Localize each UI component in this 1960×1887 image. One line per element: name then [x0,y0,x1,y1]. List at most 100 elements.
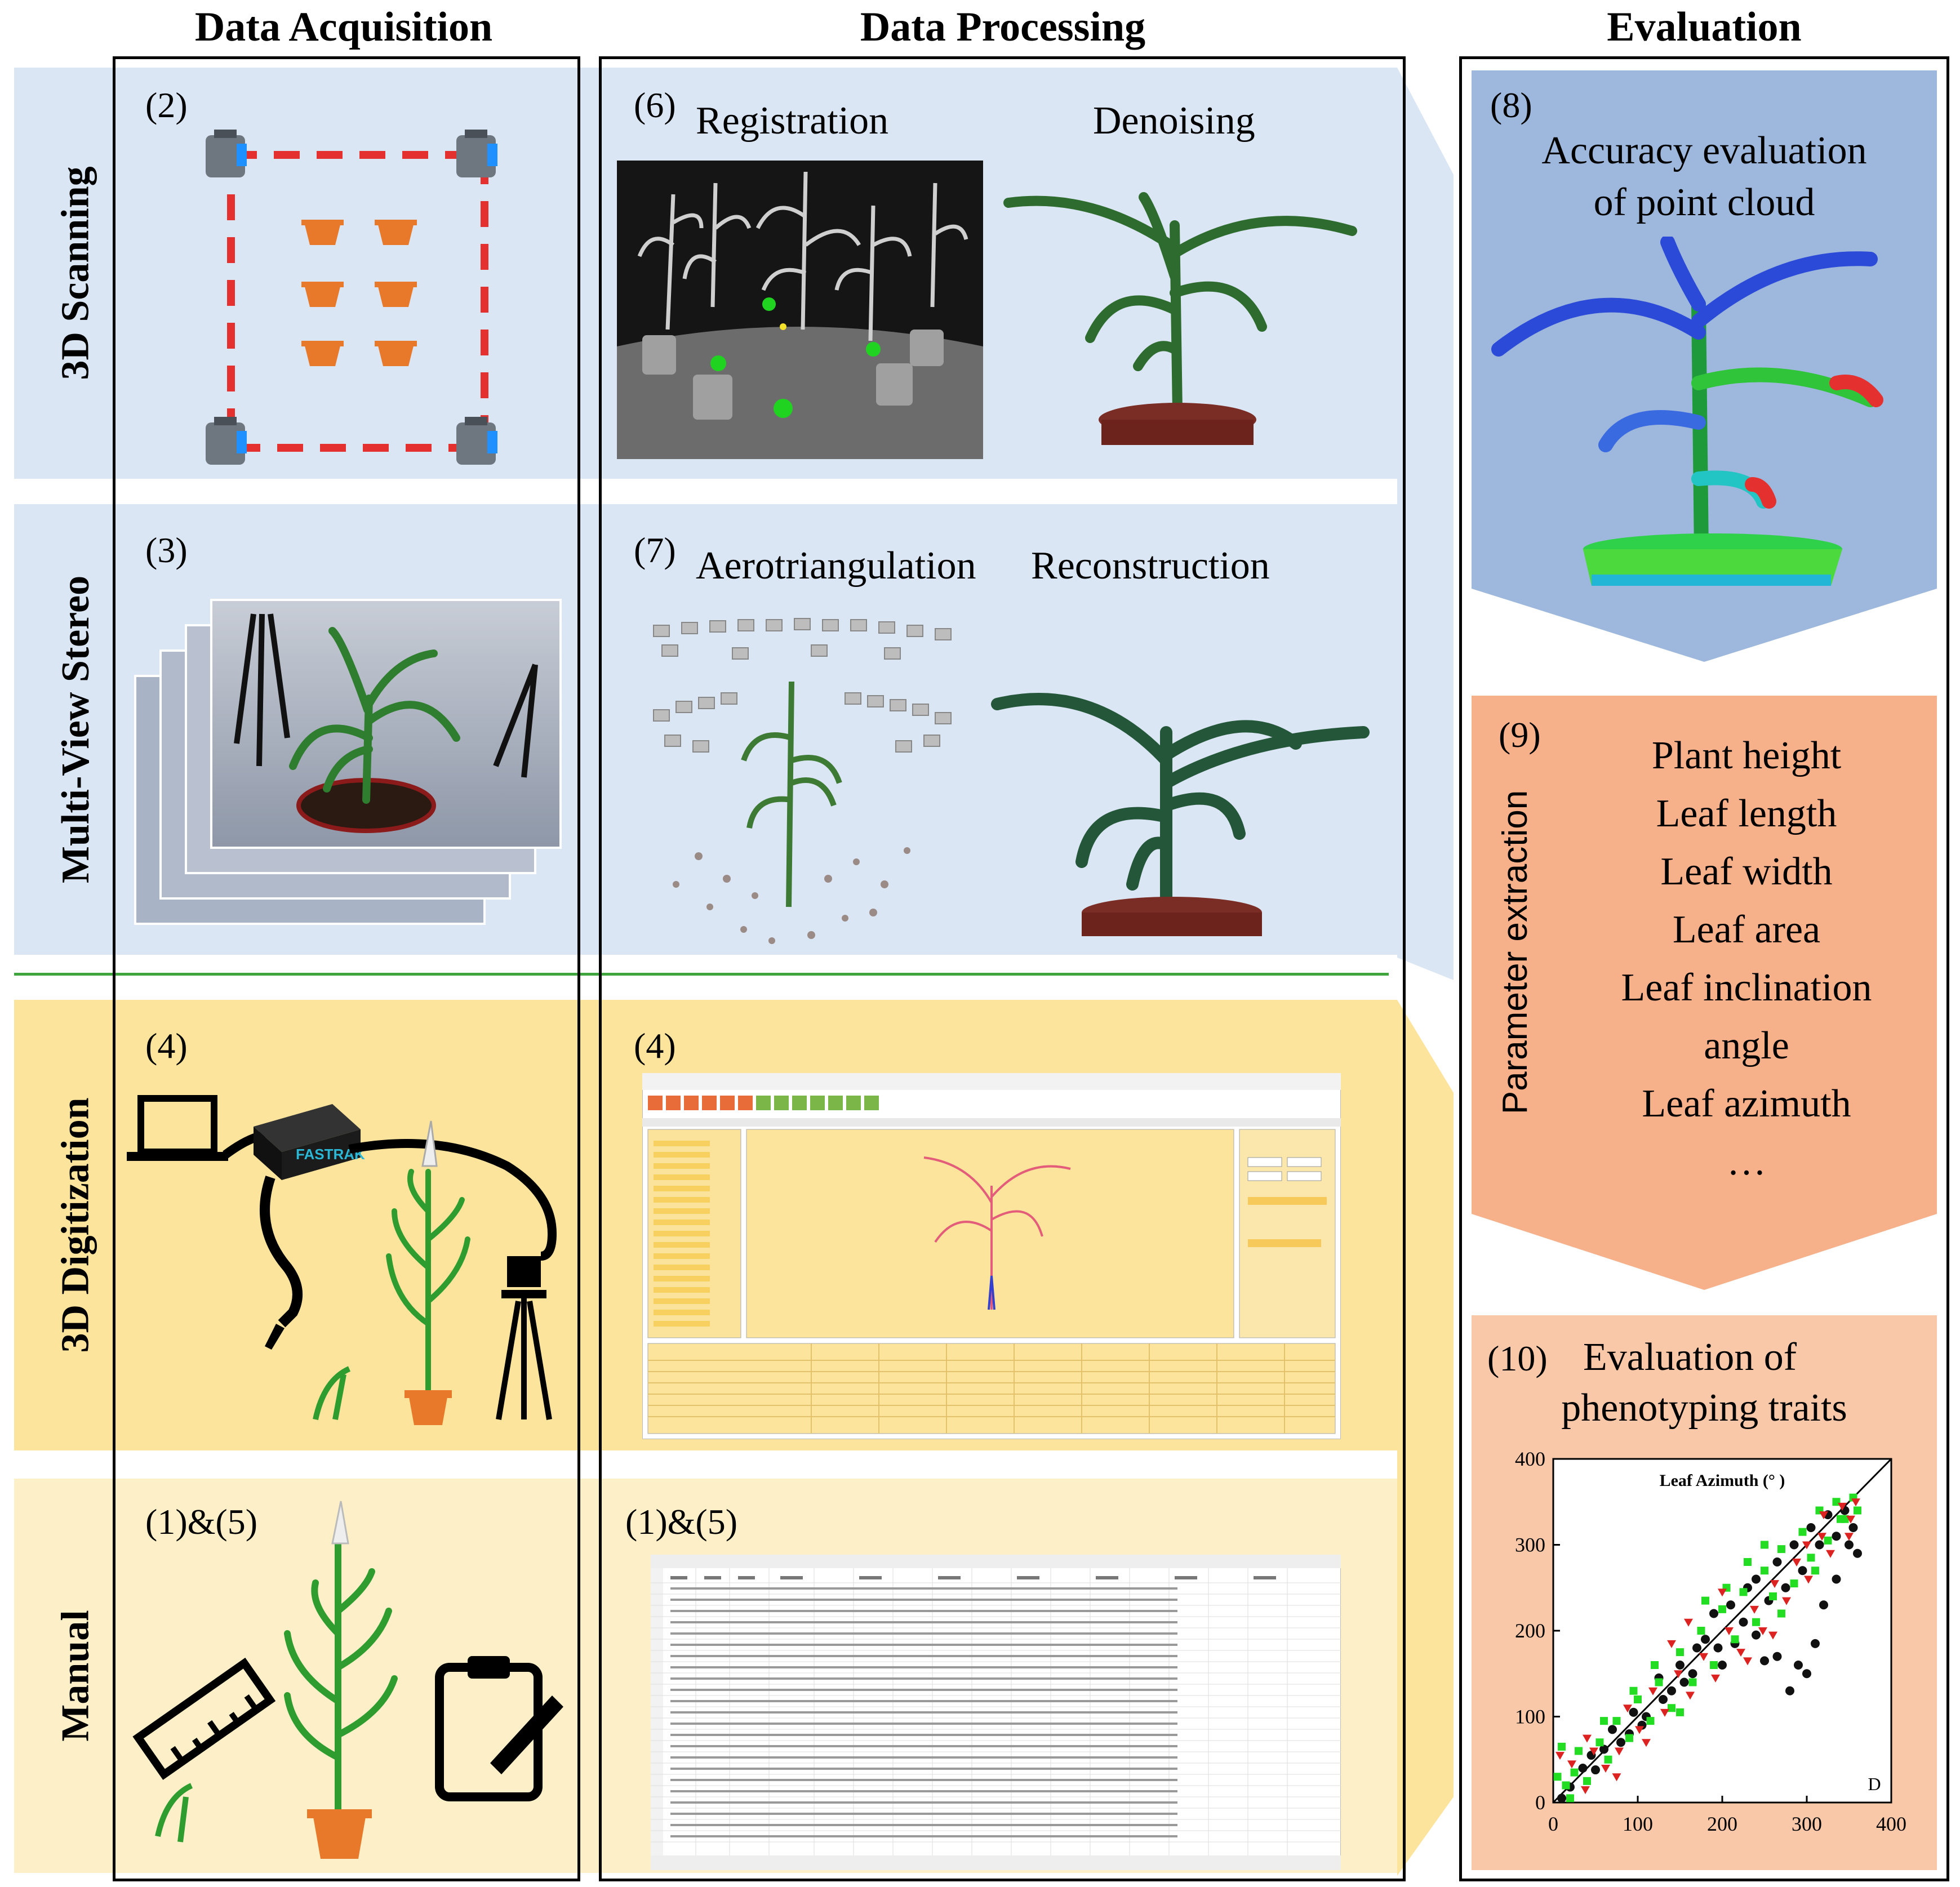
data-point-circle [1718,1661,1727,1670]
data-point-triangle [1567,1760,1576,1769]
data-point-square [1668,1704,1675,1712]
data-point-triangle [1686,1692,1695,1700]
data-point-triangle [1826,1550,1835,1558]
data-point-square [1837,1515,1845,1523]
panel-2-label: (2) [145,85,188,125]
x-tick-label: 400 [1876,1813,1906,1835]
data-point-triangle [1718,1588,1727,1597]
digitizer-setup: FASTRAK [127,1095,557,1425]
fastrak-device: FASTRAK [254,1104,365,1180]
panel-10-label: (10) [1487,1338,1548,1378]
accuracy-heatmap-plant [1491,237,1883,586]
denoised-plant [1003,192,1357,445]
data-point-square [1854,1506,1861,1515]
x-tick-label: 300 [1792,1813,1822,1835]
data-point-triangle [1750,1605,1759,1614]
x-tick-label: 100 [1623,1813,1653,1835]
data-point-triangle [1770,1580,1779,1588]
data-point-square [1744,1558,1752,1566]
param-item: Leaf width [1660,850,1833,893]
data-point-triangle [1768,1631,1777,1640]
chart-panel-letter: D [1868,1774,1881,1794]
data-point-circle [1806,1523,1816,1532]
data-point-circle [1789,1540,1799,1550]
data-point-circle [1785,1686,1794,1695]
traits-title-line1: Evaluation of [1583,1336,1797,1379]
data-point-triangle [1667,1640,1676,1648]
data-point-triangle [1699,1653,1708,1661]
data-point-triangle [1817,1533,1826,1541]
x-tick-label: 0 [1548,1813,1558,1835]
manual-tools [132,1501,563,1859]
data-point-circle [1713,1643,1723,1653]
data-point-square [1824,1536,1832,1545]
panel-15b-label: (1)&(5) [625,1502,738,1542]
data-point-triangle [1846,1515,1855,1524]
y-tick-label: 200 [1515,1619,1545,1642]
registration-pointcloud [617,161,983,459]
aerotriangulation-cameras [653,618,952,944]
divider-line [14,973,1389,976]
data-point-circle [1616,1738,1625,1747]
data-point-triangle [1711,1674,1720,1683]
data-point-triangle [1838,1502,1847,1511]
scanner-icon-br [456,417,497,465]
data-point-square [1769,1592,1777,1600]
y-tick-label: 0 [1535,1791,1545,1814]
data-point-triangle [1736,1649,1745,1657]
data-point-circle [1832,1574,1841,1584]
data-point-circle [1726,1600,1735,1610]
data-point-triangle [1674,1670,1683,1679]
data-point-circle [1692,1643,1701,1653]
data-point-triangle [1851,1498,1860,1507]
data-point-circle [1659,1695,1668,1704]
data-point-square [1676,1708,1684,1716]
data-point-square [1718,1605,1726,1613]
frame-acquisition [113,56,580,1881]
data-point-triangle [1802,1541,1811,1550]
data-point-square [1646,1717,1655,1725]
param-item: Leaf azimuth [1642,1082,1851,1125]
data-point-circle [1772,1557,1782,1566]
tripod-sensor [496,1256,552,1420]
frame-evaluation [1459,56,1949,1881]
data-point-circle [1794,1661,1803,1670]
data-point-triangle [1555,1752,1565,1760]
data-point-square [1739,1588,1748,1596]
data-point-triangle [1581,1786,1590,1795]
data-point-circle [1739,1617,1748,1627]
registration-label: Registration [696,99,889,143]
data-point-circle [1802,1669,1811,1679]
parameter-list: Plant height Leaf length Leaf width Leaf… [1572,727,1921,1191]
scanner-icon-bl [206,417,247,465]
data-point-triangle [1642,1739,1651,1747]
reconstruction-label: Reconstruction [1031,544,1270,588]
data-point-square [1710,1661,1718,1669]
data-point-circle [1760,1656,1769,1666]
data-point-square [1629,1686,1638,1695]
data-point-triangle [1583,1734,1592,1743]
data-point-square [1625,1734,1633,1742]
data-point-triangle [1782,1597,1791,1605]
data-point-circle [1608,1725,1617,1734]
data-point-circle [1815,1540,1824,1550]
traits-title-line2: phenotyping traits [1561,1386,1847,1430]
data-point-triangle [1758,1627,1767,1635]
data-point-square [1798,1528,1807,1536]
data-point-square [1832,1498,1841,1506]
data-point-circle [1629,1707,1638,1717]
data-point-square [1688,1678,1697,1686]
data-point-circle [1667,1686,1676,1695]
data-point-circle [1599,1744,1608,1754]
data-point-triangle [1589,1747,1598,1756]
data-point-square [1777,1545,1785,1554]
data-point-square [1731,1635,1739,1644]
digitization-software-screenshot [642,1073,1341,1439]
y-tick-label: 400 [1515,1448,1545,1470]
parameter-extraction-title: Parameter extraction [1496,790,1535,1114]
data-point-triangle [1660,1708,1669,1717]
data-point-square [1655,1678,1663,1686]
data-point-square [1752,1618,1760,1626]
data-point-circle [1752,1630,1761,1640]
data-point-square [1604,1755,1612,1764]
